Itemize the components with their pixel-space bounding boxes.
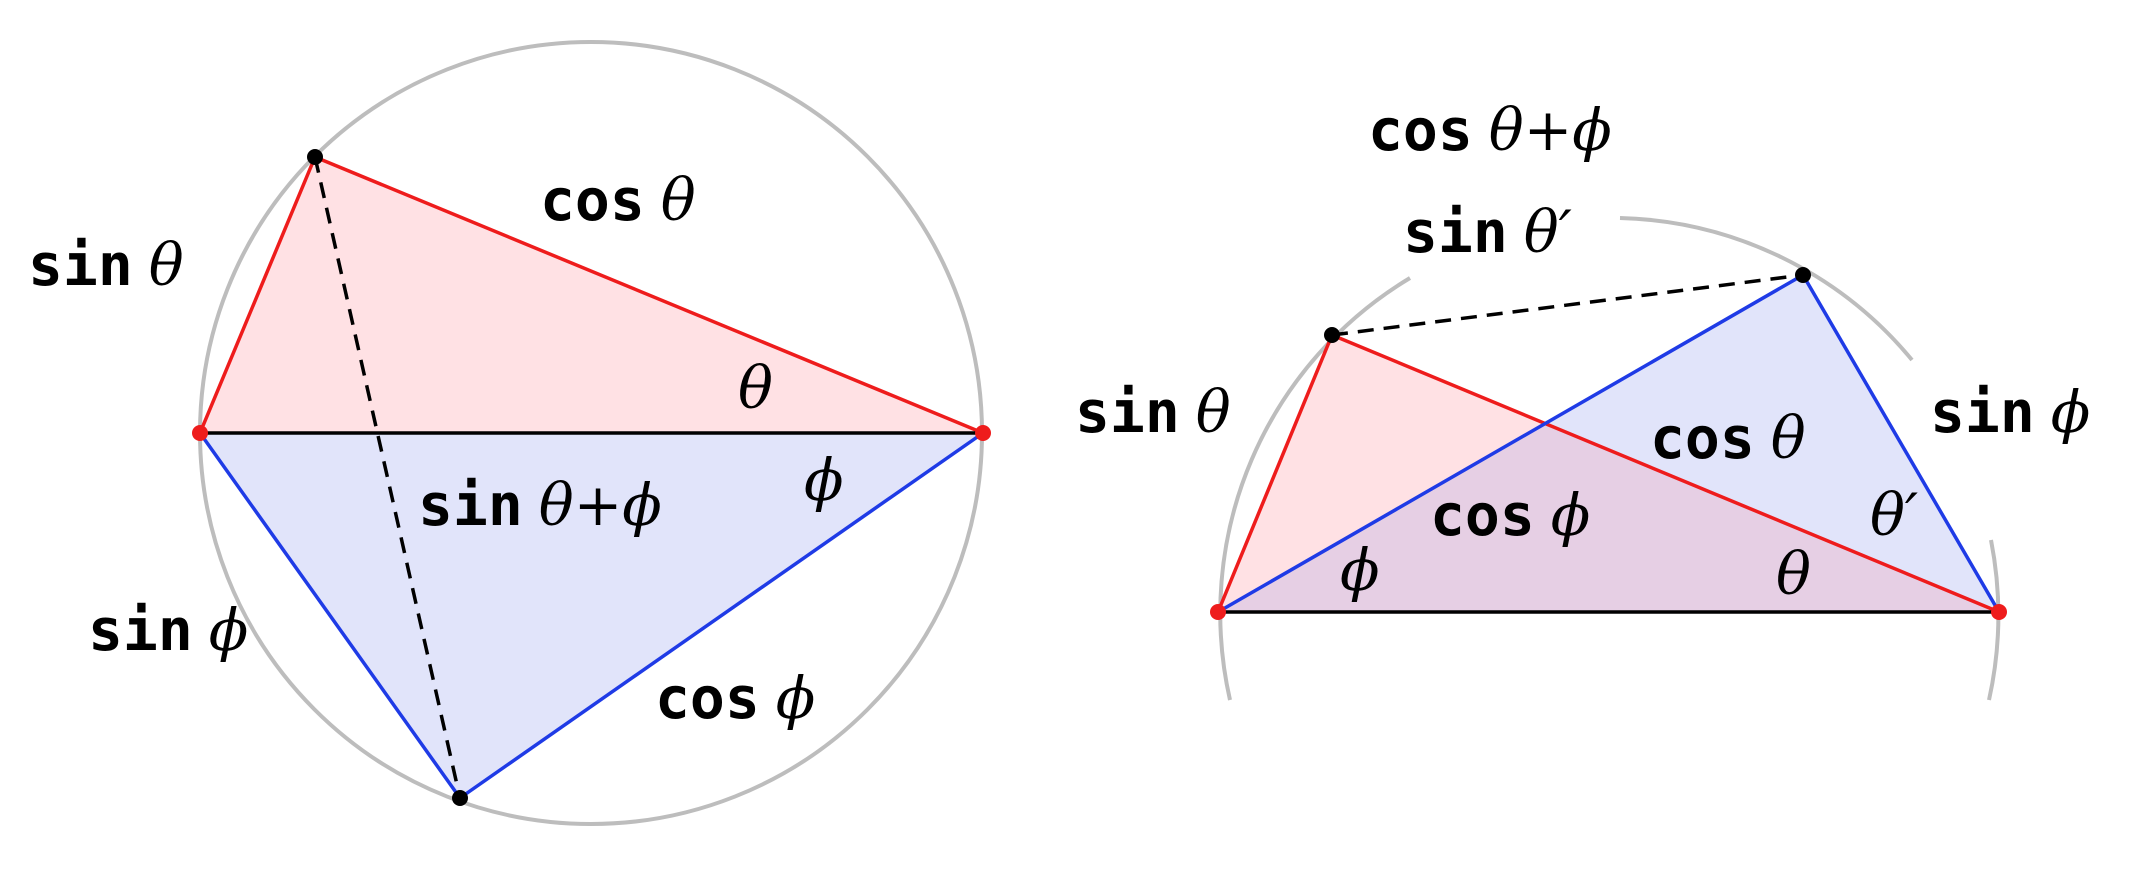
left-point-top (307, 149, 323, 165)
right-point-b (1991, 604, 2007, 620)
left-upper-triangle-fill (200, 157, 983, 433)
left-sin-phi-edge (198, 431, 462, 800)
right-cos-sum-chord (1331, 273, 1804, 337)
right-point-right-top (1795, 267, 1811, 283)
left-sin-theta-edge (198, 156, 317, 434)
right-cos-phi-edge (1217, 273, 1804, 614)
right-overlap-fill (1218, 424, 1999, 612)
left-angle-theta: θ (738, 354, 773, 422)
right-cos-theta-edge (1331, 333, 2000, 614)
right-sin-phi-edge (1801, 274, 2001, 613)
left-point-bottom (452, 790, 468, 806)
left-cos-phi-edge (458, 431, 985, 800)
right-circle-arc-left (1218, 276, 1412, 701)
left-point-a (192, 425, 208, 441)
right-angle-phi: ϕ (1340, 536, 1380, 604)
right-angle-theta: θ (1776, 540, 1811, 608)
right-point-a (1210, 604, 1226, 620)
left-sin-sum-chord (313, 156, 462, 799)
right-circle-arc-top (1619, 216, 1914, 362)
right-sin-theta-edge (1216, 334, 1334, 613)
right-angle-theta-prime: θ′ (1870, 481, 1918, 549)
left-cos-theta-edge (314, 155, 984, 435)
left-point-b (975, 425, 991, 441)
right-circle-arc-right (1987, 539, 2001, 701)
left-angle-phi: ϕ (804, 446, 844, 514)
right-point-left-top (1324, 327, 1340, 343)
